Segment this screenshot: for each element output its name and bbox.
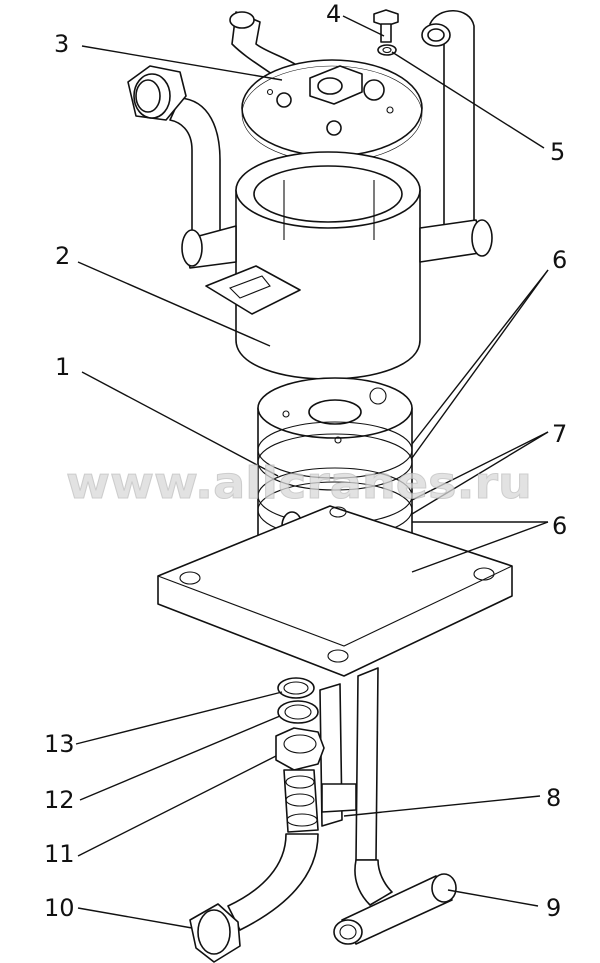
hose-assembly <box>189 769 319 963</box>
callout-labels: 1 2 3 4 5 6 6 7 8 9 10 11 12 13 <box>44 0 567 922</box>
left-fitting-pipe <box>127 65 221 241</box>
housing-cylinder <box>181 151 493 380</box>
callout-9: 9 <box>546 894 561 922</box>
top-right-u-pipe <box>421 10 475 241</box>
callout-8: 8 <box>546 784 561 812</box>
callout-6-upper: 6 <box>552 246 567 274</box>
washer <box>377 44 397 56</box>
callout-6-lower: 6 <box>552 512 567 540</box>
bolt <box>373 9 399 43</box>
callout-13: 13 <box>44 730 75 758</box>
callout-11: 11 <box>44 840 75 868</box>
seal-ring-middle <box>277 700 319 724</box>
cover-plate <box>241 59 423 163</box>
union-nut <box>275 727 325 771</box>
seal-ring-top <box>277 677 315 699</box>
callout-5: 5 <box>550 138 565 166</box>
callout-2: 2 <box>55 242 70 270</box>
callout-7: 7 <box>552 420 567 448</box>
watermark: www.allcranes.ru <box>66 458 532 509</box>
leader-lines <box>75 15 549 929</box>
callout-4: 4 <box>326 0 341 28</box>
callout-12: 12 <box>44 786 75 814</box>
base-plate <box>157 505 513 677</box>
tee-fitting <box>333 873 457 945</box>
callout-10: 10 <box>44 894 75 922</box>
callout-3: 3 <box>54 30 69 58</box>
callout-1: 1 <box>55 353 70 381</box>
lower-pipe <box>319 667 393 906</box>
